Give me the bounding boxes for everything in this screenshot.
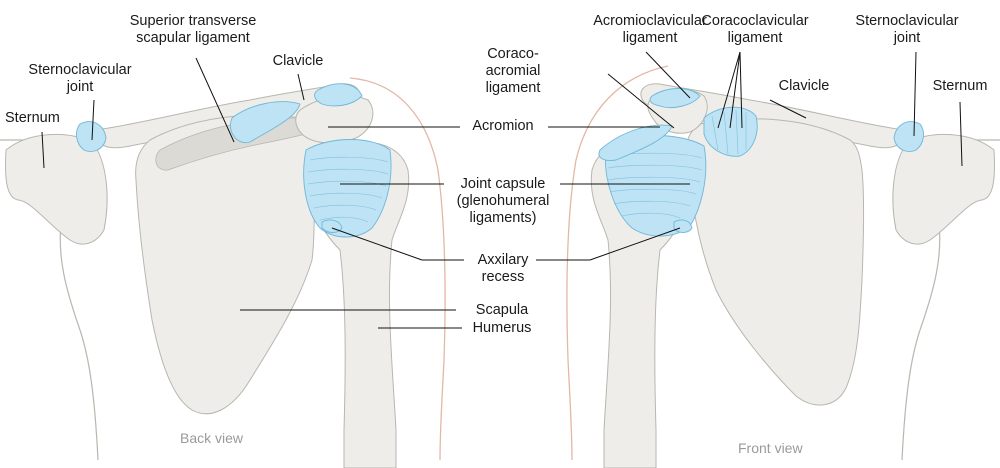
front-clavicle-bone bbox=[640, 83, 905, 149]
front-coracoclavicular-ligament bbox=[703, 106, 758, 157]
label-joint-capsule: Joint capsule (glenohumeral ligaments) bbox=[456, 176, 550, 226]
front-sc-joint bbox=[893, 121, 924, 152]
label-clavicle-front: Clavicle bbox=[778, 78, 830, 94]
label-sternum-front: Sternum bbox=[932, 78, 988, 94]
label-humerus: Humerus bbox=[472, 320, 532, 336]
label-acromion: Acromion bbox=[472, 118, 534, 134]
label-superior-transverse-scapular-ligament: Superior transverse scapular ligament bbox=[129, 13, 257, 46]
front-view-body-outline bbox=[566, 65, 669, 461]
back-joint-capsule bbox=[303, 139, 392, 238]
label-coracoacromial-ligament: Coraco- acromial ligament bbox=[485, 46, 541, 96]
back-view-body-outline bbox=[349, 77, 446, 461]
label-clavicle-back: Clavicle bbox=[272, 53, 324, 69]
front-cc-fibers bbox=[711, 109, 747, 155]
front-coracoacromial-ligament bbox=[598, 124, 673, 161]
back-ac-ligament bbox=[314, 83, 363, 107]
front-axillary-recess bbox=[673, 219, 693, 233]
label-sternum-back: Sternum bbox=[5, 110, 60, 126]
label-sternoclavicular-joint-back: Sternoclavicular joint bbox=[28, 62, 132, 95]
label-coracoclavicular-ligament: Coracoclavicular ligament bbox=[701, 13, 809, 46]
leader-lines bbox=[41, 51, 963, 329]
caption-back-view: Back view bbox=[180, 430, 244, 446]
label-acromioclavicular-ligament: Acromioclavicular ligament bbox=[593, 13, 707, 46]
label-scapula: Scapula bbox=[475, 302, 529, 318]
back-transverse-ligament bbox=[230, 101, 301, 144]
back-capsule-fibers bbox=[307, 156, 389, 223]
label-axillary-recess: Axxilary recess bbox=[477, 252, 529, 285]
front-ac-ligament bbox=[649, 88, 701, 108]
caption-front-view: Front view bbox=[738, 440, 803, 456]
front-capsule-fibers bbox=[607, 152, 703, 219]
back-sc-joint bbox=[76, 121, 107, 152]
front-scapula-bone bbox=[684, 118, 864, 406]
label-sternoclavicular-joint-front: Sternoclavicular joint bbox=[855, 13, 959, 46]
